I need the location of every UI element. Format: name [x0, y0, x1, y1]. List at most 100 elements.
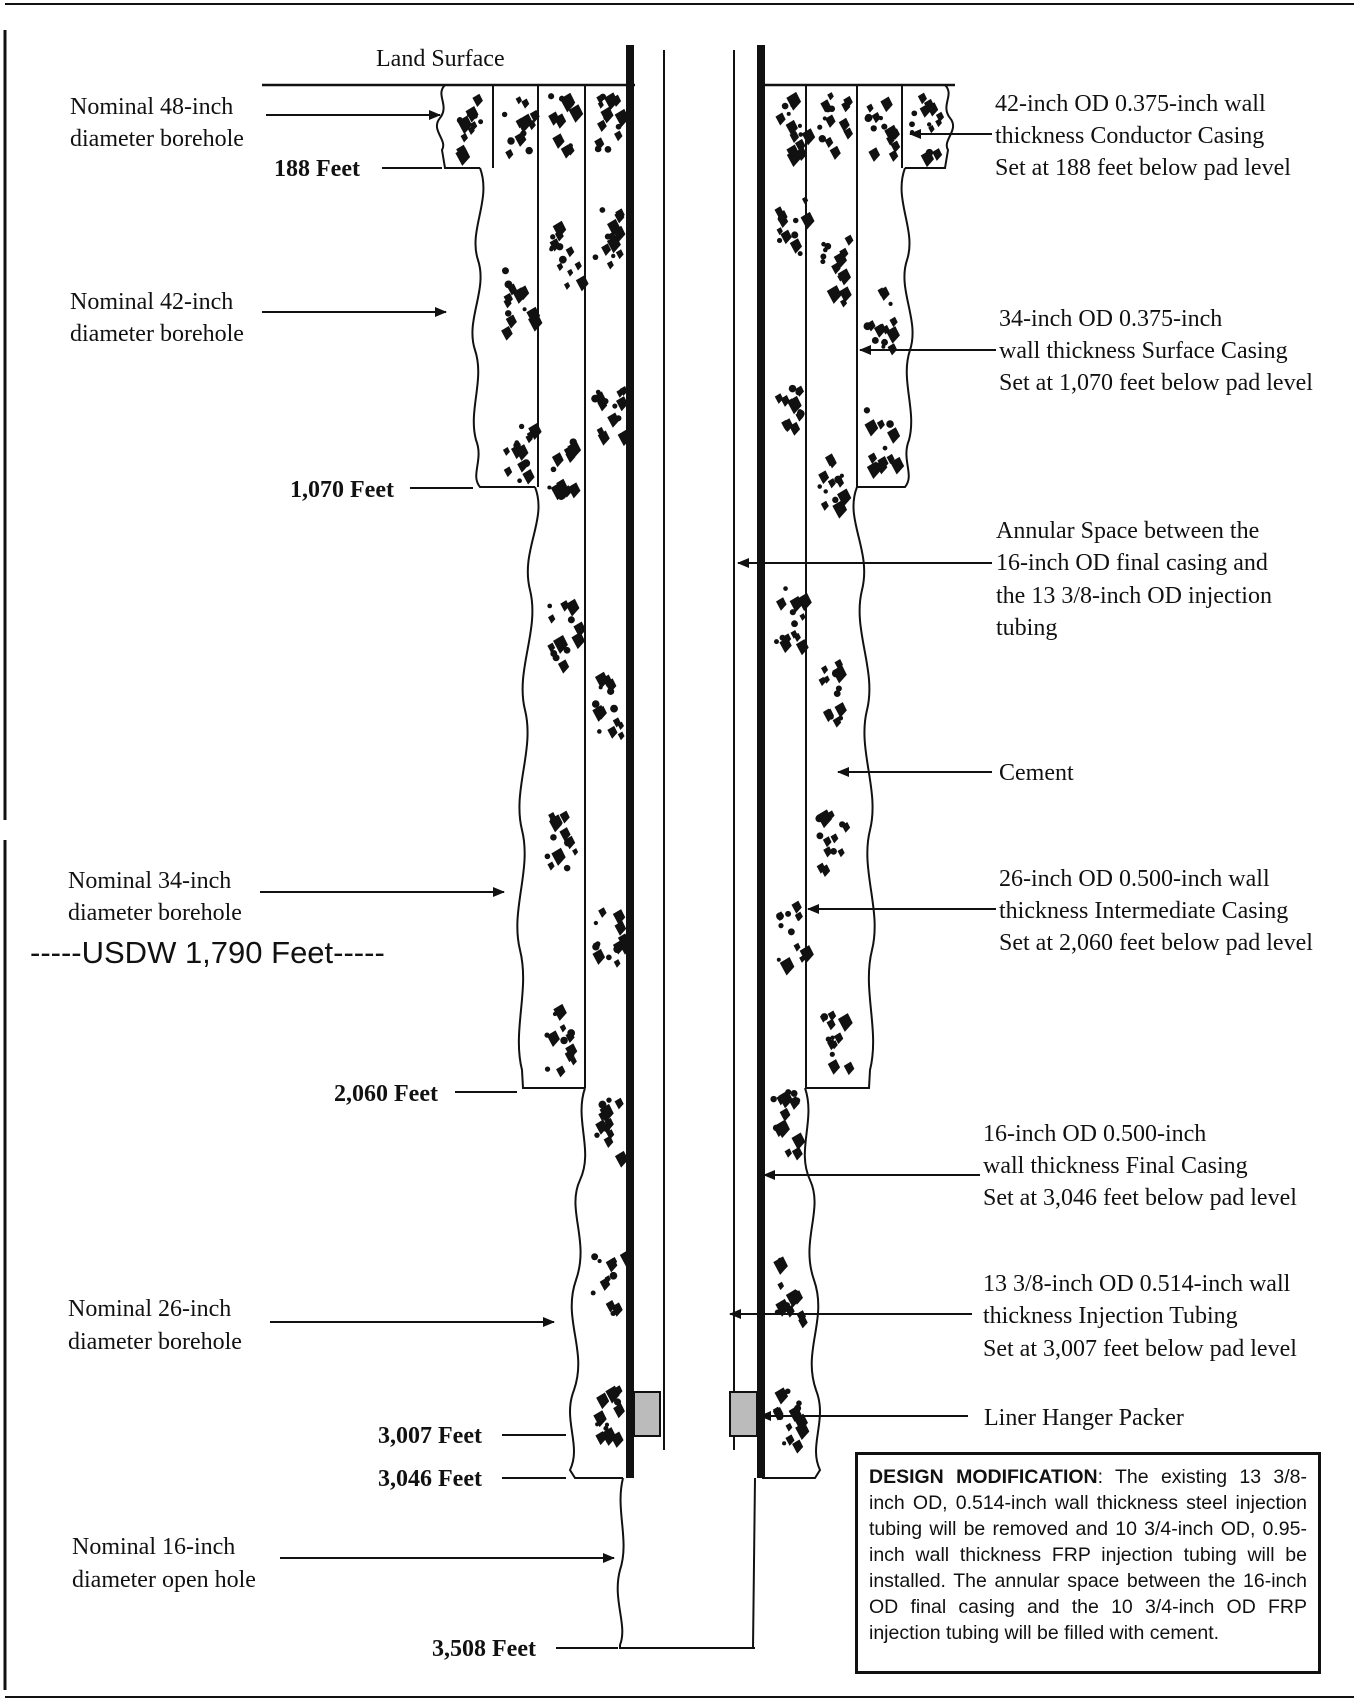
cement-fragment — [791, 1132, 806, 1151]
cement-grain — [607, 687, 615, 695]
cement-grain — [604, 1422, 610, 1427]
cement-grain — [594, 145, 602, 153]
cement-grain — [873, 462, 881, 470]
cement-grain — [818, 135, 827, 143]
cement-fragment — [795, 911, 803, 922]
cement-fragment — [614, 1097, 624, 1110]
cement-grain — [824, 242, 832, 250]
cement-grain — [567, 1029, 576, 1037]
cement-grain — [598, 1100, 607, 1109]
cement-fragment — [843, 1061, 855, 1076]
cement-patch — [549, 220, 589, 292]
label-open-hole-16-line2: diameter open hole — [72, 1567, 256, 1593]
cement-fragment — [529, 109, 540, 123]
cement-fragment — [793, 632, 801, 643]
cement-patch — [544, 1003, 578, 1078]
cement-fragment — [567, 268, 574, 277]
cement-fragment — [592, 704, 606, 722]
cement-fragment — [575, 275, 589, 292]
cement-grain — [819, 816, 825, 821]
cement-fragment — [889, 316, 898, 328]
cement-grain — [456, 117, 464, 124]
cement-grain — [886, 420, 894, 428]
cement-fragment — [515, 117, 524, 129]
cement-grain — [779, 634, 786, 641]
cement-patch — [774, 384, 805, 436]
cement-fragment — [565, 1043, 578, 1059]
cement-grain — [602, 1398, 607, 1403]
cement-fragment — [559, 810, 570, 824]
cement-fragment — [598, 1111, 607, 1121]
cement-fragment — [839, 286, 852, 303]
cement-grain — [909, 121, 915, 128]
cement-fragment — [596, 1392, 610, 1410]
cement-grain — [592, 254, 599, 261]
cement-fragment — [834, 658, 843, 670]
cement-fragment — [773, 1256, 788, 1275]
cement-fragment — [774, 206, 784, 218]
cement-fragment — [932, 148, 943, 161]
cement-grain — [558, 255, 567, 264]
cement-grain — [520, 130, 527, 137]
borehole-26-left-wall — [568, 1087, 623, 1479]
cement-grain — [466, 112, 472, 118]
cement-grain — [597, 729, 602, 734]
cement-fragment — [465, 105, 479, 123]
cement-grain — [772, 1124, 780, 1132]
cement-fragment — [601, 1427, 617, 1446]
label-usdw: -----USDW 1,790 Feet----- — [30, 935, 385, 970]
cement-grain — [833, 690, 841, 697]
cement-patch — [864, 96, 901, 162]
cement-fragment — [528, 422, 542, 440]
cement-grain — [591, 700, 600, 708]
cement-fragment — [887, 427, 901, 444]
cement-fragment — [790, 629, 798, 639]
cement-fragment — [775, 1119, 790, 1139]
cement-fragment — [800, 211, 815, 230]
cement-grain — [567, 616, 575, 624]
cement-fragment — [777, 1281, 785, 1291]
cement-grain — [518, 423, 525, 430]
cement-grain — [776, 957, 781, 962]
label-depth-3046: 3,046 Feet — [378, 1466, 482, 1492]
cement-fragment — [604, 1117, 614, 1131]
cement-grain — [603, 114, 610, 121]
cement-fragment — [794, 1413, 808, 1432]
cement-fragment — [601, 243, 612, 256]
cement-fragment — [890, 140, 901, 153]
cement-fragment — [597, 430, 610, 446]
label-borehole-26-line2: diameter borehole — [68, 1329, 242, 1355]
cement-grain — [544, 1066, 551, 1072]
cement-grain — [470, 109, 475, 115]
cement-grain — [831, 669, 840, 678]
cement-fragment — [616, 388, 624, 398]
cement-grain — [796, 1400, 802, 1407]
cement-patch — [547, 598, 586, 674]
cement-fragment — [526, 306, 541, 325]
cement-grain — [501, 111, 508, 118]
label-borehole-48-line2: diameter borehole — [70, 126, 244, 152]
cement-patch — [591, 671, 625, 741]
cement-fragment — [789, 421, 801, 436]
cement-grain — [817, 124, 823, 130]
cement-grain — [820, 253, 827, 260]
cement-fill-patches — [455, 91, 945, 1454]
cement-grain — [594, 1132, 600, 1138]
cement-grain — [550, 466, 557, 473]
cement-fragment — [837, 488, 852, 507]
cement-fragment — [789, 130, 800, 144]
cement-fragment — [826, 285, 842, 304]
cement-fragment — [594, 671, 609, 689]
cement-fragment — [820, 99, 831, 113]
cement-fragment — [551, 452, 564, 468]
cement-grain — [926, 122, 932, 127]
cement-fragment — [824, 136, 834, 148]
label-open-hole-16-line1: Nominal 16-inch — [72, 1534, 235, 1560]
label-conductor-casing-line3: Set at 188 feet below pad level — [995, 155, 1291, 181]
cement-fragment — [605, 1257, 618, 1273]
cement-fragment — [548, 111, 560, 126]
cement-fragment — [825, 114, 836, 128]
cement-grain — [598, 685, 603, 690]
cement-patch — [772, 1387, 810, 1454]
cement-fragment — [844, 234, 854, 246]
